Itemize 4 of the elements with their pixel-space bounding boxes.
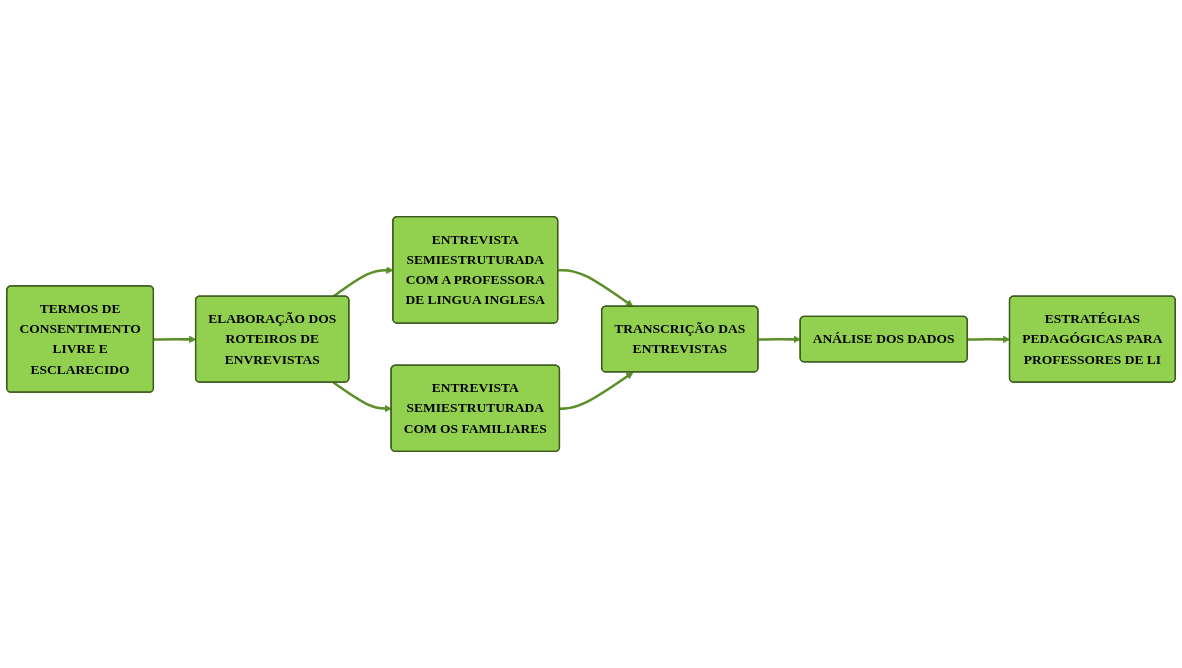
arrow: [558, 268, 634, 307]
arrow: [559, 372, 634, 410]
arrow: [758, 335, 801, 344]
arrow: [332, 381, 392, 413]
